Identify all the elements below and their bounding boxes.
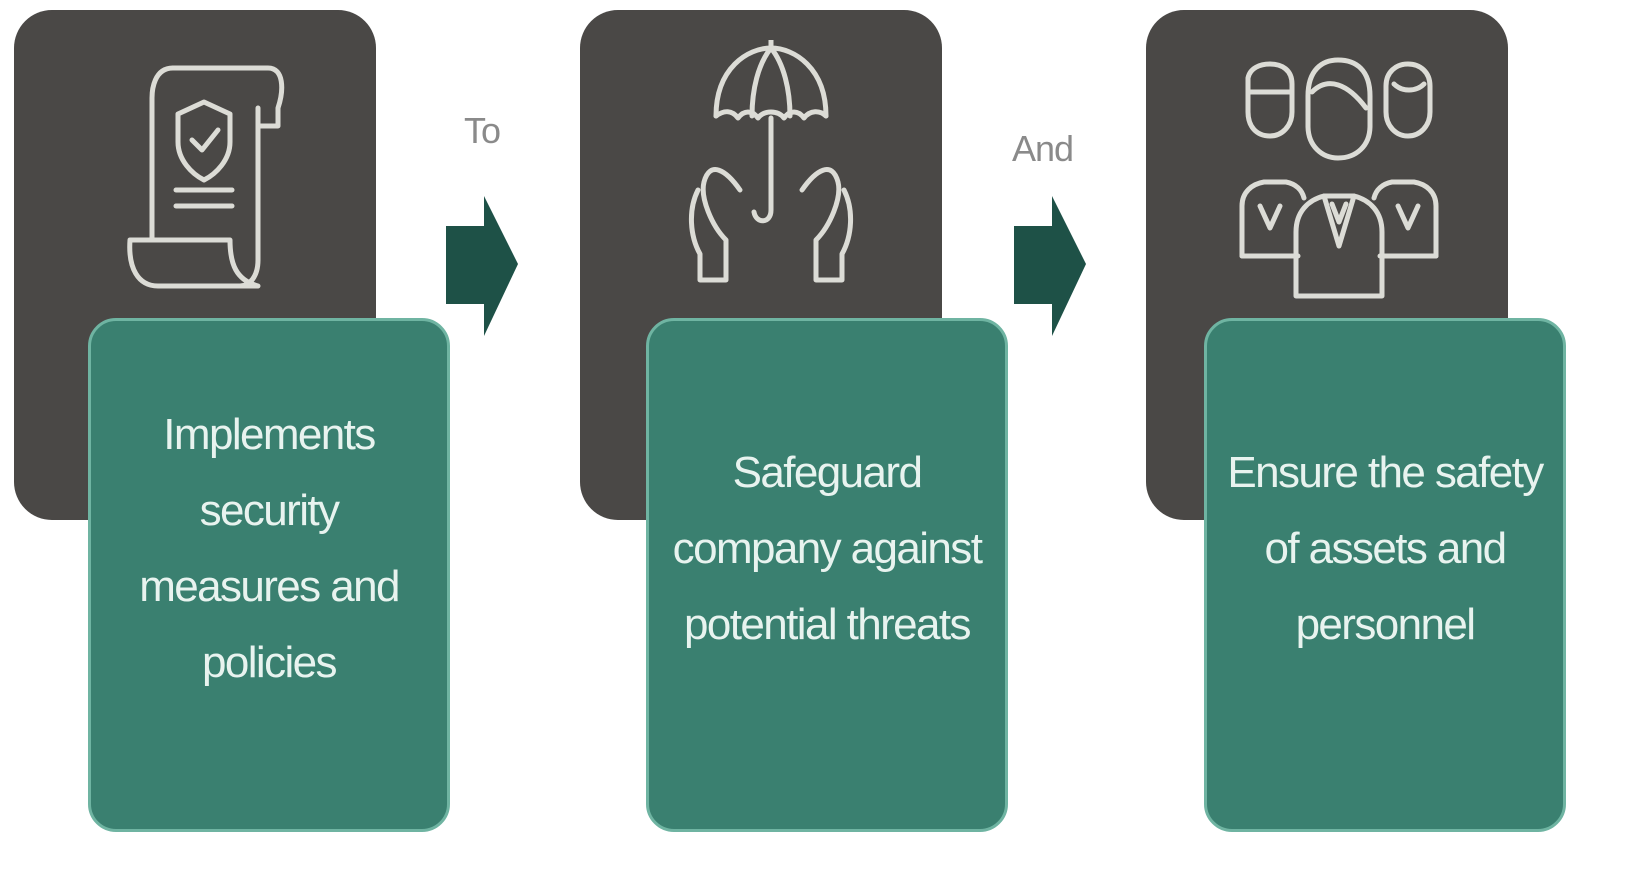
step-2-text-card: Safeguard company against potential thre…: [646, 318, 1008, 832]
umbrella-hands-icon: [688, 40, 854, 283]
policy-scroll-shield-icon: [127, 65, 285, 289]
step-3-text: Ensure the safety of assets and personne…: [1227, 448, 1544, 649]
step-3-text-card: Ensure the safety of assets and personne…: [1204, 318, 1566, 832]
step-1-text-card: Implements security measures and policie…: [88, 318, 450, 832]
connector-label-and: And: [1012, 128, 1074, 169]
step-2-text: Safeguard company against potential thre…: [672, 448, 983, 649]
step-1-text: Implements security measures and policie…: [139, 410, 400, 687]
right-arrow-icon: [446, 196, 518, 336]
connector-label-to: To: [464, 110, 501, 151]
right-arrow-icon: [1014, 196, 1086, 336]
personnel-group-icon: [1239, 57, 1439, 299]
